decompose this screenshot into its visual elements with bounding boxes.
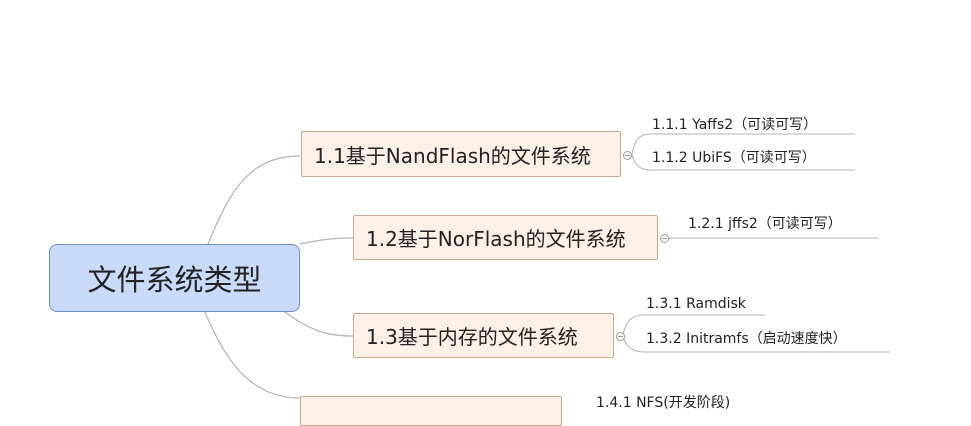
connector-lines (204, 133, 890, 399)
branch-node-norflash[interactable]: 1.2基于NorFlash的文件系统 (353, 215, 658, 260)
connector-root-branch-3 (284, 311, 354, 337)
leaf-node[interactable]: 1.2.1 jffs2（可读可写） (688, 213, 842, 233)
root-label: 文件系统类型 (87, 263, 262, 297)
leaf-node[interactable]: 1.4.1 NFS(开发阶段) (596, 392, 730, 412)
leaf-node[interactable]: 1.1.2 UbiFS（可读可写） (652, 147, 816, 167)
leaf-label: 1.3.1 Ramdisk (646, 296, 746, 312)
leaf-node[interactable]: 1.3.1 Ramdisk (646, 296, 746, 312)
branch-label: 1.1基于NandFlash的文件系统 (314, 143, 591, 168)
leaf-label: 1.1.2 UbiFS（可读可写） (652, 150, 816, 166)
connector-root-branch-2 (299, 237, 354, 245)
collapse-toggle-icon[interactable] (623, 151, 632, 160)
branch-node-memory[interactable]: 1.3基于内存的文件系统 (353, 313, 614, 358)
leaf-node[interactable]: 1.3.2 Initramfs（启动速度快） (646, 328, 847, 348)
connector-branch-1-leaf-2 (631, 154, 855, 171)
branch-node-nandflash[interactable]: 1.1基于NandFlash的文件系统 (301, 131, 621, 177)
leaf-label: 1.4.1 NFS(开发阶段) (596, 395, 731, 411)
leaf-node[interactable]: 1.1.1 Yaffs2（可读可写） (652, 114, 817, 134)
connector-root-branch-1 (207, 155, 301, 245)
branch-label: 1.3基于内存的文件系统 (366, 325, 578, 349)
root-node[interactable]: 文件系统类型 (49, 244, 300, 312)
collapse-toggle-icon[interactable] (616, 332, 625, 341)
branch-label: 1.2基于NorFlash的文件系统 (366, 227, 626, 251)
connector-branch-3-leaf-1 (622, 314, 765, 337)
leaf-label: 1.2.1 jffs2（可读可写） (688, 216, 842, 232)
collapse-toggle-icon[interactable] (660, 234, 669, 243)
leaf-label: 1.1.1 Yaffs2（可读可写） (652, 117, 818, 133)
branch-node-network[interactable] (300, 396, 562, 426)
leaf-label: 1.3.2 Initramfs（启动速度快） (646, 331, 847, 347)
mind-map: 文件系统类型 1.1基于NandFlash的文件系统 1.1.1 Yaffs2（… (49, 114, 890, 426)
connector-root-branch-4 (204, 311, 301, 399)
connector-branch-1-leaf-1 (631, 133, 855, 156)
